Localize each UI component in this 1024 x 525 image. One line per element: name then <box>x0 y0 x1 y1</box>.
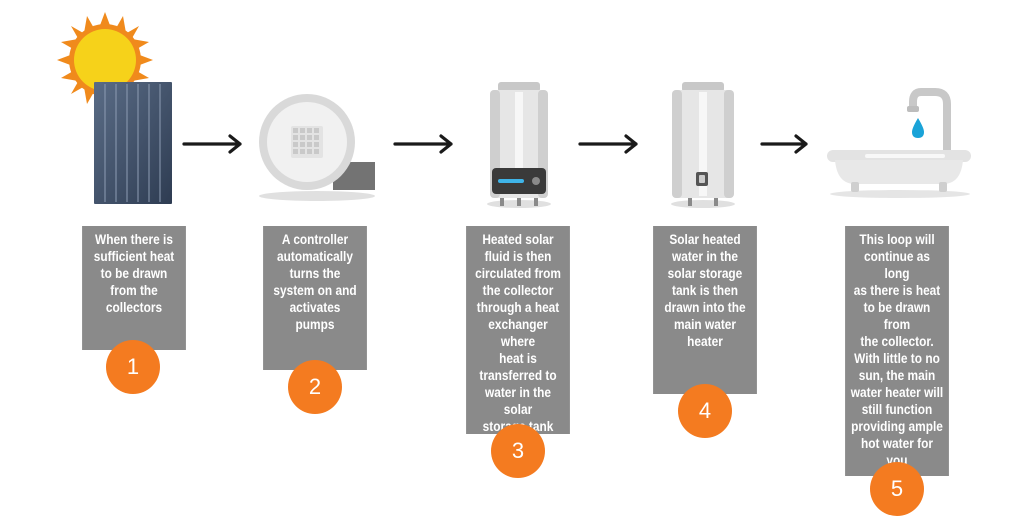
sun-icon <box>57 12 153 108</box>
arrow-right-icon <box>760 134 808 154</box>
bathtub-icon <box>827 88 971 198</box>
step-4-badge: 4 <box>678 384 732 438</box>
solar-panel-icon <box>94 82 172 204</box>
step-1-badge: 1 <box>106 340 160 394</box>
controller-pump-icon <box>259 94 375 201</box>
step-4-description: Solar heated water in the solar storage … <box>653 226 757 394</box>
heat-exchanger-tank-icon <box>487 82 551 208</box>
storage-tank-icon <box>671 82 735 208</box>
step-5-description: This loop will continue as long as there… <box>845 226 949 485</box>
step-3-description: Heated solar fluid is then circulated fr… <box>466 226 570 434</box>
arrow-right-icon <box>578 134 638 154</box>
step-2-badge: 2 <box>288 360 342 414</box>
step-2-description: A controller automatically turns the sys… <box>263 226 367 370</box>
arrow-right-icon <box>182 134 242 154</box>
arrow-right-icon <box>393 134 453 154</box>
step-5-badge: 5 <box>870 462 924 516</box>
step-3-badge: 3 <box>491 424 545 478</box>
step-1-description: When there is sufficient heat to be draw… <box>82 226 186 350</box>
